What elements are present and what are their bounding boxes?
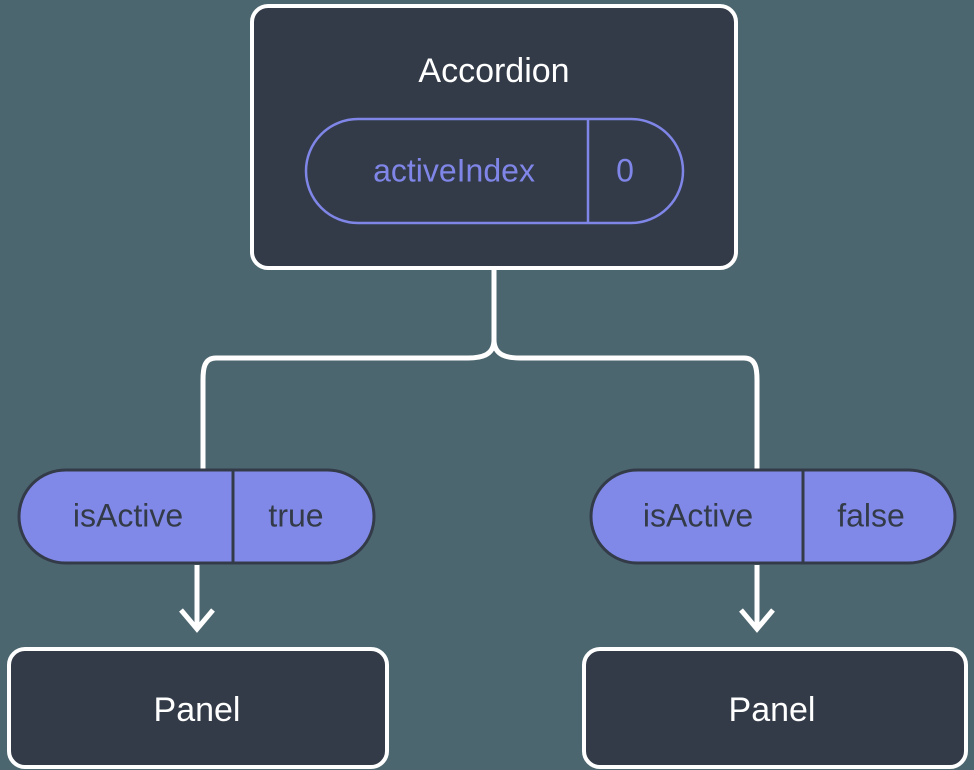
accordion-node[interactable]: Accordion activeIndex 0 [250,4,738,270]
panel-right-box[interactable] [582,647,968,769]
right-arrow [739,565,775,633]
right-isactive-pill-shape[interactable] [589,468,957,565]
right-branch: isActive false Panel [582,468,968,769]
right-isactive-pill-value: false [837,497,905,533]
left-isactive-pill-shape[interactable] [17,468,376,565]
right-isactive-pill[interactable]: isActive false [589,468,957,565]
connector-to-right-badge [491,339,760,470]
right-arrow-head-icon [739,608,775,633]
connector-to-left-badge [200,339,497,470]
accordion-node-title: Accordion [418,52,569,90]
right-isactive-pill-key: isActive [643,497,753,533]
accordion-node-box[interactable] [250,4,738,270]
tree-connectors [200,268,760,470]
left-branch: isActive true Panel [7,468,389,769]
left-isactive-pill-key: isActive [73,497,183,533]
left-arrow [179,565,215,633]
activeindex-pill-shape[interactable] [304,117,685,225]
panel-left-title: Panel [154,691,241,729]
panel-right-title: Panel [729,691,816,729]
left-arrow-head-icon [179,608,215,633]
activeindex-pill-value: 0 [616,152,634,188]
panel-left-box[interactable] [7,647,389,769]
activeindex-pill[interactable]: activeIndex 0 [304,117,685,225]
panel-right-node[interactable]: Panel [582,647,968,769]
activeindex-pill-key: activeIndex [373,152,535,188]
left-isactive-pill[interactable]: isActive true [17,468,376,565]
left-isactive-pill-value: true [268,497,323,533]
panel-left-node[interactable]: Panel [7,647,389,769]
